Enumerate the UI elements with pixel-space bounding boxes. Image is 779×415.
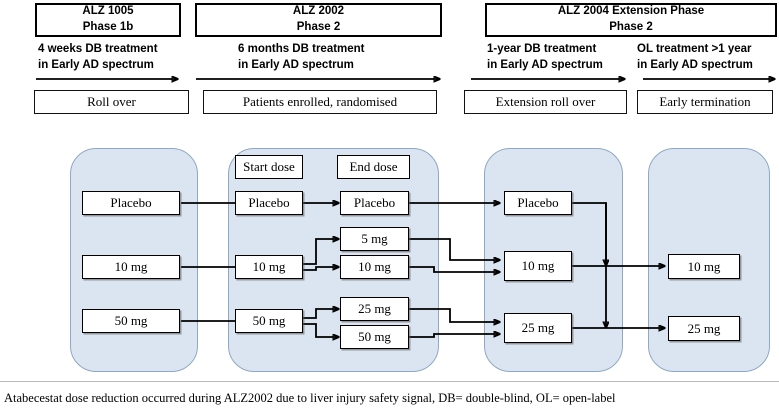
caption-line-2: in Early AD spectrum [238,58,354,71]
dose-box-1005-10mg: 10 mg [82,255,180,279]
column-header-label: End dose [349,159,398,174]
dose-box-2004-db-placebo: Placebo [504,191,572,215]
treatment-caption-alz2004-db: 1-year DB treatment in Early AD spectrum [487,42,603,73]
dose-box-2004-ol-25mg: 25 mg [668,316,740,341]
dose-label: Placebo [110,195,152,210]
dose-box-2004-ol-10mg: 10 mg [668,254,740,279]
study-phase: Phase 1b [82,21,134,33]
dose-box-2002-end-25mg: 25 mg [340,297,409,321]
caption-line-1: 1-year DB treatment [487,43,597,55]
caption-line-2: in Early AD spectrum [38,58,154,71]
dose-label: 25 mg [521,320,555,335]
status-label: Extension roll over [495,94,596,109]
dose-box-2004-db-25mg: 25 mg [504,313,572,343]
dose-box-2002-start-placebo: Placebo [235,191,303,215]
column-header-start-dose: Start dose [235,155,303,179]
caption-line-2: in Early AD spectrum [487,58,603,71]
dose-label: 50 mg [114,313,148,328]
dose-label: 10 mg [252,259,286,274]
dose-box-2002-start-10mg: 10 mg [235,255,303,279]
dose-label: 10 mg [114,259,148,274]
status-label: Roll over [87,94,136,109]
caption-line-1: 4 weeks DB treatment [38,43,158,55]
study-name: ALZ 2002 [292,5,345,18]
dose-box-2002-end-50mg: 50 mg [340,325,409,349]
study-name: ALZ 1005 [82,5,134,18]
study-phase: Phase 2 [296,21,341,33]
dose-box-2004-db-10mg: 10 mg [504,251,572,281]
dose-label: 10 mg [687,258,721,274]
dose-label: 5 mg [361,231,388,246]
treatment-caption-alz2004-ol: OL treatment >1 year in Early AD spectru… [637,42,753,73]
caption-line-2: in Early AD spectrum [637,58,753,71]
footnote-divider [0,381,779,382]
treatment-caption-alz2002: 6 months DB treatment in Early AD spectr… [238,42,365,73]
dose-label: 25 mg [687,320,721,336]
caption-line-1: 6 months DB treatment [238,43,365,55]
footnote-text: Atabecestat dose reduction occurred duri… [4,391,616,405]
status-box-patients-enrolled: Patients enrolled, randomised [203,90,437,114]
status-label: Patients enrolled, randomised [242,94,398,109]
status-label: Early termination [659,94,751,109]
study-name: ALZ 2004 Extension Phase [557,5,705,18]
study-header-alz2004: ALZ 2004 Extension Phase Phase 2 [485,3,777,37]
column-header-label: Start dose [243,159,295,174]
column-header-end-dose: End dose [337,155,410,179]
study-phase: Phase 2 [609,21,653,33]
dose-label: Placebo [517,195,559,210]
dose-label: 25 mg [358,301,391,316]
study-header-alz2002: ALZ 2002 Phase 2 [195,3,442,37]
status-box-extension-roll-over: Extension roll over [464,90,627,114]
dose-box-1005-placebo: Placebo [82,191,180,215]
treatment-caption-alz1005: 4 weeks DB treatment in Early AD spectru… [38,42,158,73]
status-box-roll-over: Roll over [34,90,189,114]
dose-box-1005-50mg: 50 mg [82,309,180,333]
study-header-alz1005: ALZ 1005 Phase 1b [35,3,181,37]
dose-box-2002-start-50mg: 50 mg [235,309,303,333]
caption-line-1: OL treatment >1 year [637,43,752,55]
dose-box-2002-end-10mg: 10 mg [340,255,409,279]
dose-label: Placebo [353,195,396,210]
dose-label: 10 mg [521,258,555,273]
dose-label: 50 mg [358,329,391,344]
dose-box-2002-end-placebo: Placebo [340,191,409,215]
dose-label: Placebo [248,195,290,210]
dose-label: 50 mg [252,313,286,328]
dose-label: 10 mg [358,259,391,274]
status-box-early-termination: Early termination [637,90,773,114]
dose-box-2002-end-5mg: 5 mg [340,227,409,251]
